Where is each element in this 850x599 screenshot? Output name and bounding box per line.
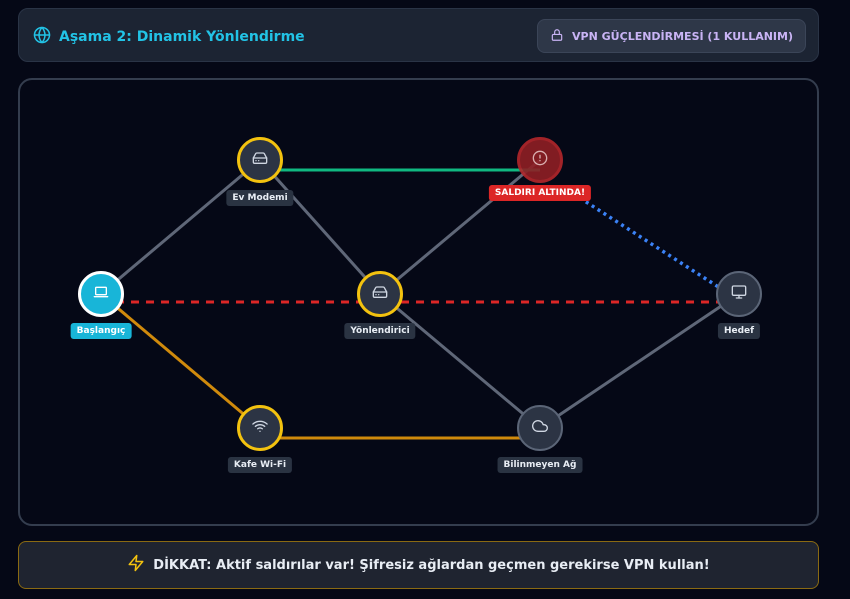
lock-icon <box>550 28 564 45</box>
monitor-icon <box>731 284 747 304</box>
laptop-icon <box>93 284 109 304</box>
cloud-icon <box>532 418 548 438</box>
stage-title-group: Aşama 2: Dinamik Yönlendirme <box>33 26 305 48</box>
warning-banner: DİKKAT: Aktif saldırılar var! Şifresiz a… <box>18 541 819 589</box>
link-router-attack <box>379 158 541 296</box>
wifi-icon <box>252 418 268 438</box>
stage-header: Aşama 2: Dinamik Yönlendirme VPN GÜÇLEND… <box>18 8 819 62</box>
alert-circle-icon <box>532 150 548 170</box>
node-target[interactable] <box>716 271 762 317</box>
node-cafe-wifi[interactable] <box>237 405 283 451</box>
node-target-label: Hedef <box>717 323 761 339</box>
network-map: Ev Modemi SALDIRI ALTINDA! Başlangıç Yön… <box>18 78 819 526</box>
network-links <box>100 158 740 440</box>
link-start-modem <box>100 158 261 296</box>
node-start[interactable] <box>78 271 124 317</box>
link-start-cafe <box>100 292 261 430</box>
globe-icon <box>33 26 51 48</box>
router-icon <box>252 150 268 170</box>
node-router[interactable] <box>357 271 403 317</box>
stage-title: Aşama 2: Dinamik Yönlendirme <box>59 29 305 45</box>
node-under-attack-label: SALDIRI ALTINDA! <box>488 185 592 201</box>
node-start-label: Başlangıç <box>70 323 132 339</box>
node-cafe-wifi-label: Kafe Wi-Fi <box>227 457 293 473</box>
node-home-modem-label: Ev Modemi <box>226 190 294 206</box>
node-unknown-network-label: Bilinmeyen Ağ <box>497 457 583 473</box>
lightning-icon <box>127 554 145 576</box>
node-home-modem[interactable] <box>237 137 283 183</box>
node-router-label: Yönlendirici <box>344 323 416 339</box>
link-attack-target-vpn <box>579 196 721 290</box>
router-icon <box>372 284 388 304</box>
link-unknown-target <box>539 292 740 430</box>
vpn-boost-label: VPN GÜÇLENDİRMESİ (1 KULLANIM) <box>572 29 793 43</box>
warning-text: DİKKAT: Aktif saldırılar var! Şifresiz a… <box>153 557 710 573</box>
link-router-unknown <box>379 292 541 430</box>
node-unknown-network[interactable] <box>517 405 563 451</box>
link-modem-router <box>258 158 382 296</box>
vpn-boost-button[interactable]: VPN GÜÇLENDİRMESİ (1 KULLANIM) <box>537 19 806 53</box>
node-under-attack[interactable] <box>517 137 563 183</box>
